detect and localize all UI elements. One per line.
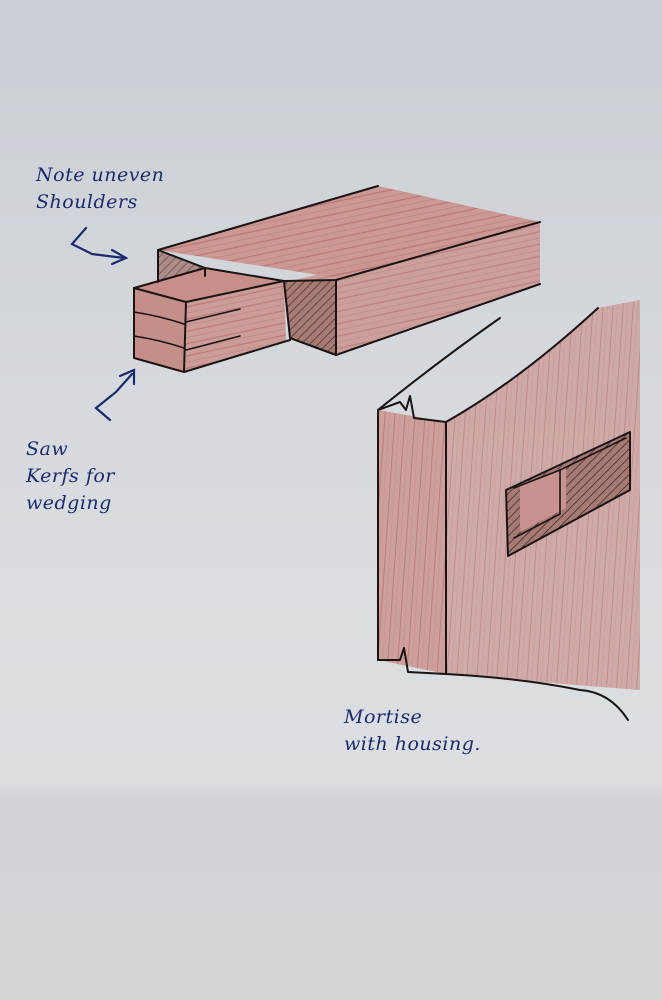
rail-shoulder-end — [284, 280, 336, 355]
arrow-to-kerfs — [94, 368, 136, 422]
mortise-housing — [506, 432, 630, 556]
arrow-to-shoulders — [70, 226, 129, 266]
note-uneven-shoulders: Note uneven Shoulders — [36, 164, 165, 213]
rail-side-face — [286, 222, 540, 355]
tenon-side — [184, 281, 286, 372]
mortise-stile — [377, 300, 640, 721]
tenon-top — [134, 268, 284, 302]
tenon-rail — [133, 185, 541, 373]
stile-edge-face — [378, 410, 446, 674]
note-saw-kerfs: Saw Kerfs for wedging — [26, 438, 115, 514]
note-mortise-housing: Mortise with housing. — [344, 706, 481, 755]
saw-kerf — [185, 335, 241, 351]
rail-top-face — [158, 186, 540, 278]
saw-kerf — [185, 308, 241, 323]
mortise-hole — [520, 466, 566, 532]
tenon-end — [134, 288, 186, 372]
